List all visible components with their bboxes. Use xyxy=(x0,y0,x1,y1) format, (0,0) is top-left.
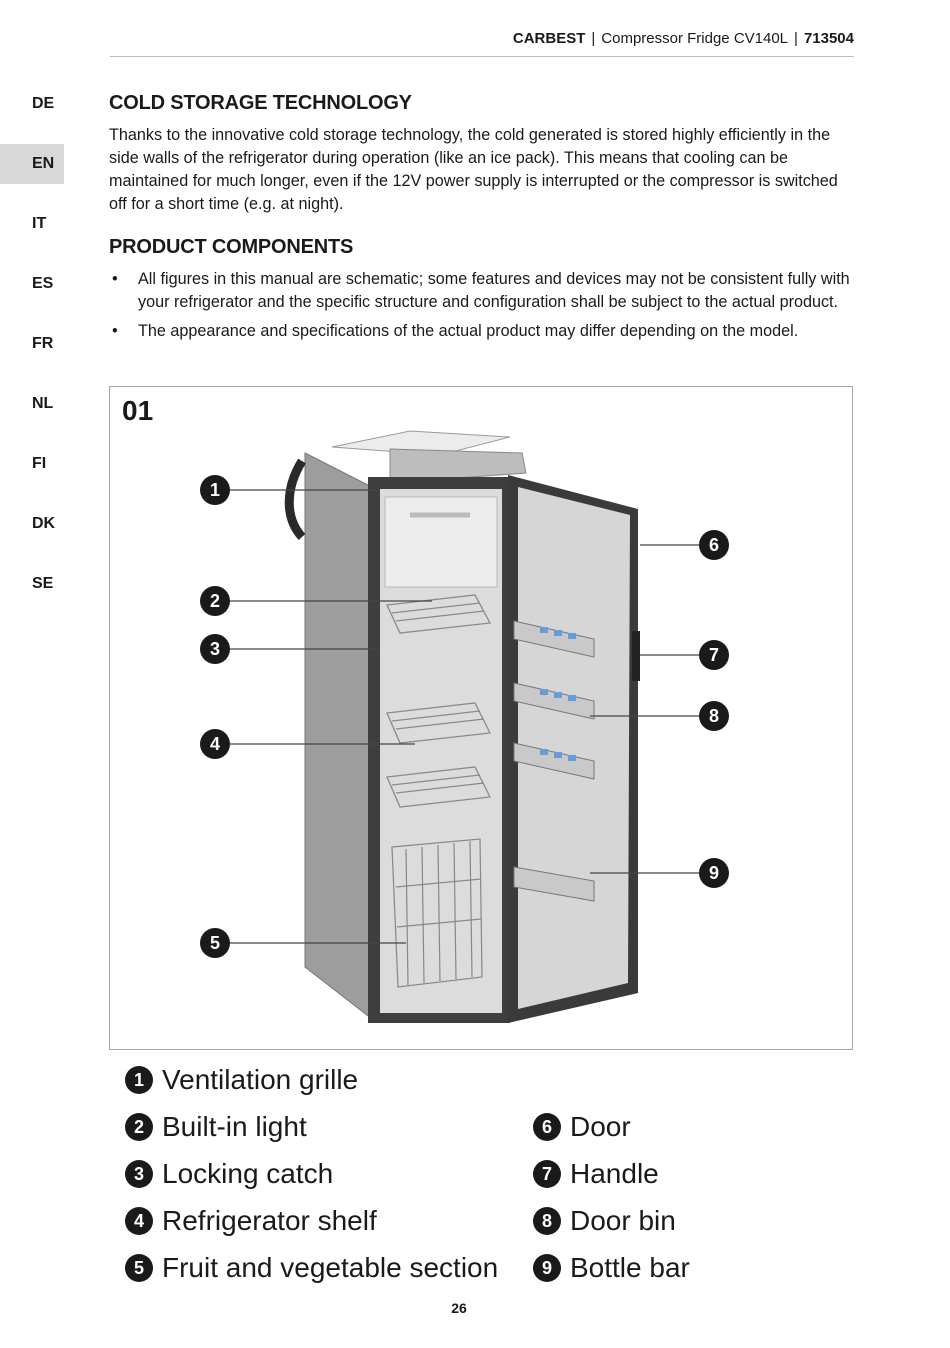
product-name: Compressor Fridge CV140L xyxy=(601,30,789,47)
language-sidebar: DE EN IT ES FR NL FI DK SE xyxy=(0,84,64,624)
product-components-heading: PRODUCT COMPONENTS xyxy=(109,236,354,258)
legend-label: Refrigerator shelf xyxy=(162,1205,377,1236)
legend-item: 4 Refrigerator shelf xyxy=(125,1201,377,1241)
door-bins xyxy=(513,620,595,902)
header-separator: | xyxy=(794,30,798,47)
fridge-illustration: 1 2 3 4 5 6 7 8 9 xyxy=(200,430,729,1023)
legend-label: Door bin xyxy=(570,1205,676,1236)
cold-storage-heading: COLD STORAGE TECHNOLOGY xyxy=(109,92,412,114)
figure-01: 1 2 3 4 5 6 7 8 9 01 xyxy=(109,386,853,1050)
legend-item: 2 Built-in light xyxy=(125,1107,307,1147)
bullet-symbol: • xyxy=(112,322,118,340)
callout-4-label: 4 xyxy=(210,734,220,754)
callout-lines xyxy=(228,489,700,944)
legend-label: Door xyxy=(570,1111,631,1142)
legend-label: Handle xyxy=(570,1158,659,1189)
lang-tab-fr[interactable]: FR xyxy=(32,335,54,352)
carry-strap xyxy=(284,458,306,541)
header-separator: | xyxy=(591,30,596,47)
callout-7 xyxy=(699,640,729,670)
lang-tab-fi[interactable]: FI xyxy=(32,455,47,472)
legend-number-badge: 5 xyxy=(125,1254,153,1282)
bullet-symbol: • xyxy=(112,270,118,288)
callout-5-label: 5 xyxy=(210,933,220,953)
lang-tab-es[interactable]: ES xyxy=(32,275,54,292)
callout-2 xyxy=(200,586,230,616)
bullet-text: All figures in this manual are schematic… xyxy=(138,270,850,311)
callout-3 xyxy=(200,634,230,664)
shelves xyxy=(386,594,492,808)
bullet-text: The appearance and specifications of the… xyxy=(138,322,799,340)
brand-name: CARBEST xyxy=(512,30,586,47)
lang-tab-en[interactable]: EN xyxy=(0,144,64,184)
lang-tab-it[interactable]: IT xyxy=(32,215,47,232)
legend-number-badge: 9 xyxy=(533,1254,561,1282)
lang-tab-dk[interactable]: DK xyxy=(32,515,56,532)
ventilation-grille-shape xyxy=(389,448,527,484)
legend-number-badge: 2 xyxy=(125,1113,153,1141)
product-code: 713504 xyxy=(803,30,854,47)
legend-item: 8 Door bin xyxy=(533,1201,676,1241)
callout-8 xyxy=(699,701,729,731)
callout-3-label: 3 xyxy=(210,639,220,659)
crisper-drawer xyxy=(391,838,483,988)
fridge-side-wall xyxy=(304,452,373,1021)
legend-label: Locking catch xyxy=(162,1158,334,1189)
callout-6-label: 6 xyxy=(709,535,719,555)
legend-item: 9 Bottle bar xyxy=(533,1248,690,1288)
list-item: • The appearance and specifications of th… xyxy=(109,320,857,343)
callout-9 xyxy=(699,858,729,888)
lang-tab-de[interactable]: DE xyxy=(32,95,55,112)
callout-1-label: 1 xyxy=(210,480,220,500)
callout-8-label: 8 xyxy=(709,706,719,726)
callout-7-label: 7 xyxy=(709,645,719,665)
callout-9-label: 9 xyxy=(709,863,719,883)
legend-number-badge: 8 xyxy=(533,1207,561,1235)
legend-item: 6 Door xyxy=(533,1107,631,1147)
legend-number-badge: 4 xyxy=(125,1207,153,1235)
legend-label: Bottle bar xyxy=(570,1252,690,1283)
door-handle xyxy=(632,631,640,681)
cold-storage-text: Thanks to the innovative cold storage te… xyxy=(109,126,838,213)
callout-badges: 1 2 3 4 5 6 7 8 9 xyxy=(200,475,729,958)
legend-number-badge: 6 xyxy=(533,1113,561,1141)
callout-5 xyxy=(200,928,230,958)
legend-item: 7 Handle xyxy=(533,1154,659,1194)
list-item: • All figures in this manual are schemati… xyxy=(109,268,857,314)
legend-number-badge: 3 xyxy=(125,1160,153,1188)
lang-tab-nl[interactable]: NL xyxy=(32,395,54,412)
page-header: CARBEST | Compressor Fridge CV140L | 713504 xyxy=(110,28,854,57)
figure-number: 01 xyxy=(122,395,154,426)
freezer-compartment xyxy=(384,496,498,588)
legend-label: Ventilation grille xyxy=(162,1064,359,1095)
page-number: 26 xyxy=(451,1300,467,1316)
legend-label: Built-in light xyxy=(162,1111,307,1142)
legend-item: 5 Fruit and vegetable section xyxy=(125,1248,498,1288)
bottle-caps xyxy=(540,627,576,761)
legend-number-badge: 1 xyxy=(125,1066,153,1094)
legend-item: 3 Locking catch xyxy=(125,1154,333,1194)
callout-1 xyxy=(200,475,230,505)
legend-item: 1 Ventilation grille xyxy=(125,1060,358,1100)
legend-label: Fruit and vegetable section xyxy=(162,1252,499,1283)
callout-6 xyxy=(699,530,729,560)
callout-2-label: 2 xyxy=(210,591,220,611)
callout-4 xyxy=(200,729,230,759)
lang-tab-se[interactable]: SE xyxy=(32,575,54,592)
legend-number-badge: 7 xyxy=(533,1160,561,1188)
components-bullet-list: • All figures in this manual are schemati… xyxy=(109,268,857,349)
